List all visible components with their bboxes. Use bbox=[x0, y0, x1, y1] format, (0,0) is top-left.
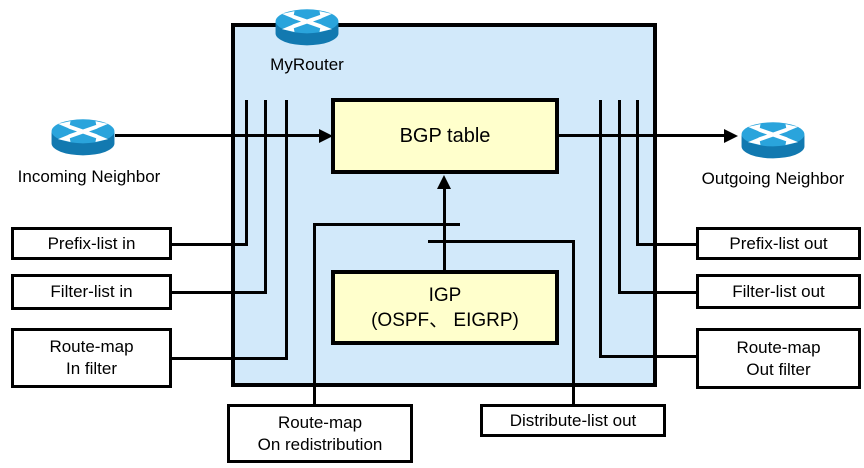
incoming-neighbor-icon bbox=[46, 110, 120, 165]
prefix-list-out-label: Prefix-list out bbox=[729, 233, 828, 253]
route-map-in-tap-line bbox=[285, 100, 288, 360]
outgoing-path-line bbox=[557, 134, 724, 137]
route-map-out-tap-line bbox=[599, 100, 602, 358]
route-map-in-label-line2: In filter bbox=[65, 359, 118, 378]
filter-list-in-connector bbox=[170, 291, 267, 294]
igp-label-line1: IGP bbox=[428, 284, 462, 306]
route-map-redistribution-label-line1: Route-map bbox=[277, 412, 363, 432]
distribute-list-out-box: Distribute-list out bbox=[480, 404, 666, 437]
route-map-redistribution-connector bbox=[313, 223, 316, 406]
my-router-icon bbox=[270, 0, 344, 55]
filter-list-out-label: Filter-list out bbox=[732, 281, 825, 301]
incoming-neighbor-label: Incoming Neighbor bbox=[17, 167, 161, 186]
prefix-list-out-connector bbox=[636, 243, 698, 246]
route-map-redistribution-tap-line bbox=[313, 223, 460, 226]
prefix-list-in-label: Prefix-list in bbox=[47, 233, 136, 253]
filter-list-in-tap-line bbox=[264, 100, 267, 294]
route-map-in-label-line1: Route-map bbox=[49, 337, 134, 356]
bgp-table-box: BGP table bbox=[331, 98, 559, 174]
distribute-list-out-connector bbox=[572, 240, 575, 406]
filter-list-out-box: Filter-list out bbox=[696, 274, 861, 309]
incoming-path-arrowhead bbox=[319, 129, 333, 143]
outgoing-neighbor-icon bbox=[736, 113, 810, 168]
route-map-redistribution-label-line2: On redistribution bbox=[257, 434, 383, 454]
route-map-redistribution-box: Route-map On redistribution bbox=[227, 404, 413, 463]
filter-list-in-box: Filter-list in bbox=[11, 274, 172, 310]
igp-to-bgp-line bbox=[443, 187, 446, 271]
filter-list-in-label: Filter-list in bbox=[50, 282, 133, 301]
prefix-list-in-connector bbox=[170, 243, 248, 246]
my-router-label: MyRouter bbox=[270, 55, 344, 74]
outgoing-path-arrowhead bbox=[724, 129, 738, 143]
prefix-list-in-tap-line bbox=[245, 100, 248, 246]
distribute-list-out-label: Distribute-list out bbox=[509, 410, 637, 430]
bgp-table-label: BGP table bbox=[399, 125, 491, 147]
filter-list-out-connector bbox=[618, 291, 698, 294]
distribute-list-out-tap-line bbox=[428, 240, 575, 243]
filter-list-out-tap-line bbox=[618, 100, 621, 293]
igp-to-bgp-arrowhead bbox=[437, 175, 451, 189]
igp-box: IGP (OSPF、 EIGRP) bbox=[331, 270, 559, 345]
route-map-out-label-line2: Out filter bbox=[746, 359, 811, 379]
prefix-list-out-box: Prefix-list out bbox=[696, 227, 861, 260]
route-map-in-connector bbox=[170, 357, 288, 360]
route-map-in-box: Route-map In filter bbox=[11, 328, 172, 388]
prefix-list-in-box: Prefix-list in bbox=[11, 227, 172, 260]
route-map-out-label-line1: Route-map bbox=[736, 337, 821, 357]
prefix-list-out-tap-line bbox=[636, 100, 639, 245]
incoming-path-line bbox=[115, 134, 320, 137]
outgoing-neighbor-label: Outgoing Neighbor bbox=[701, 169, 845, 188]
igp-label-line2: (OSPF、 EIGRP) bbox=[371, 309, 519, 331]
route-map-out-box: Route-map Out filter bbox=[696, 328, 861, 389]
route-map-out-connector bbox=[599, 355, 698, 358]
